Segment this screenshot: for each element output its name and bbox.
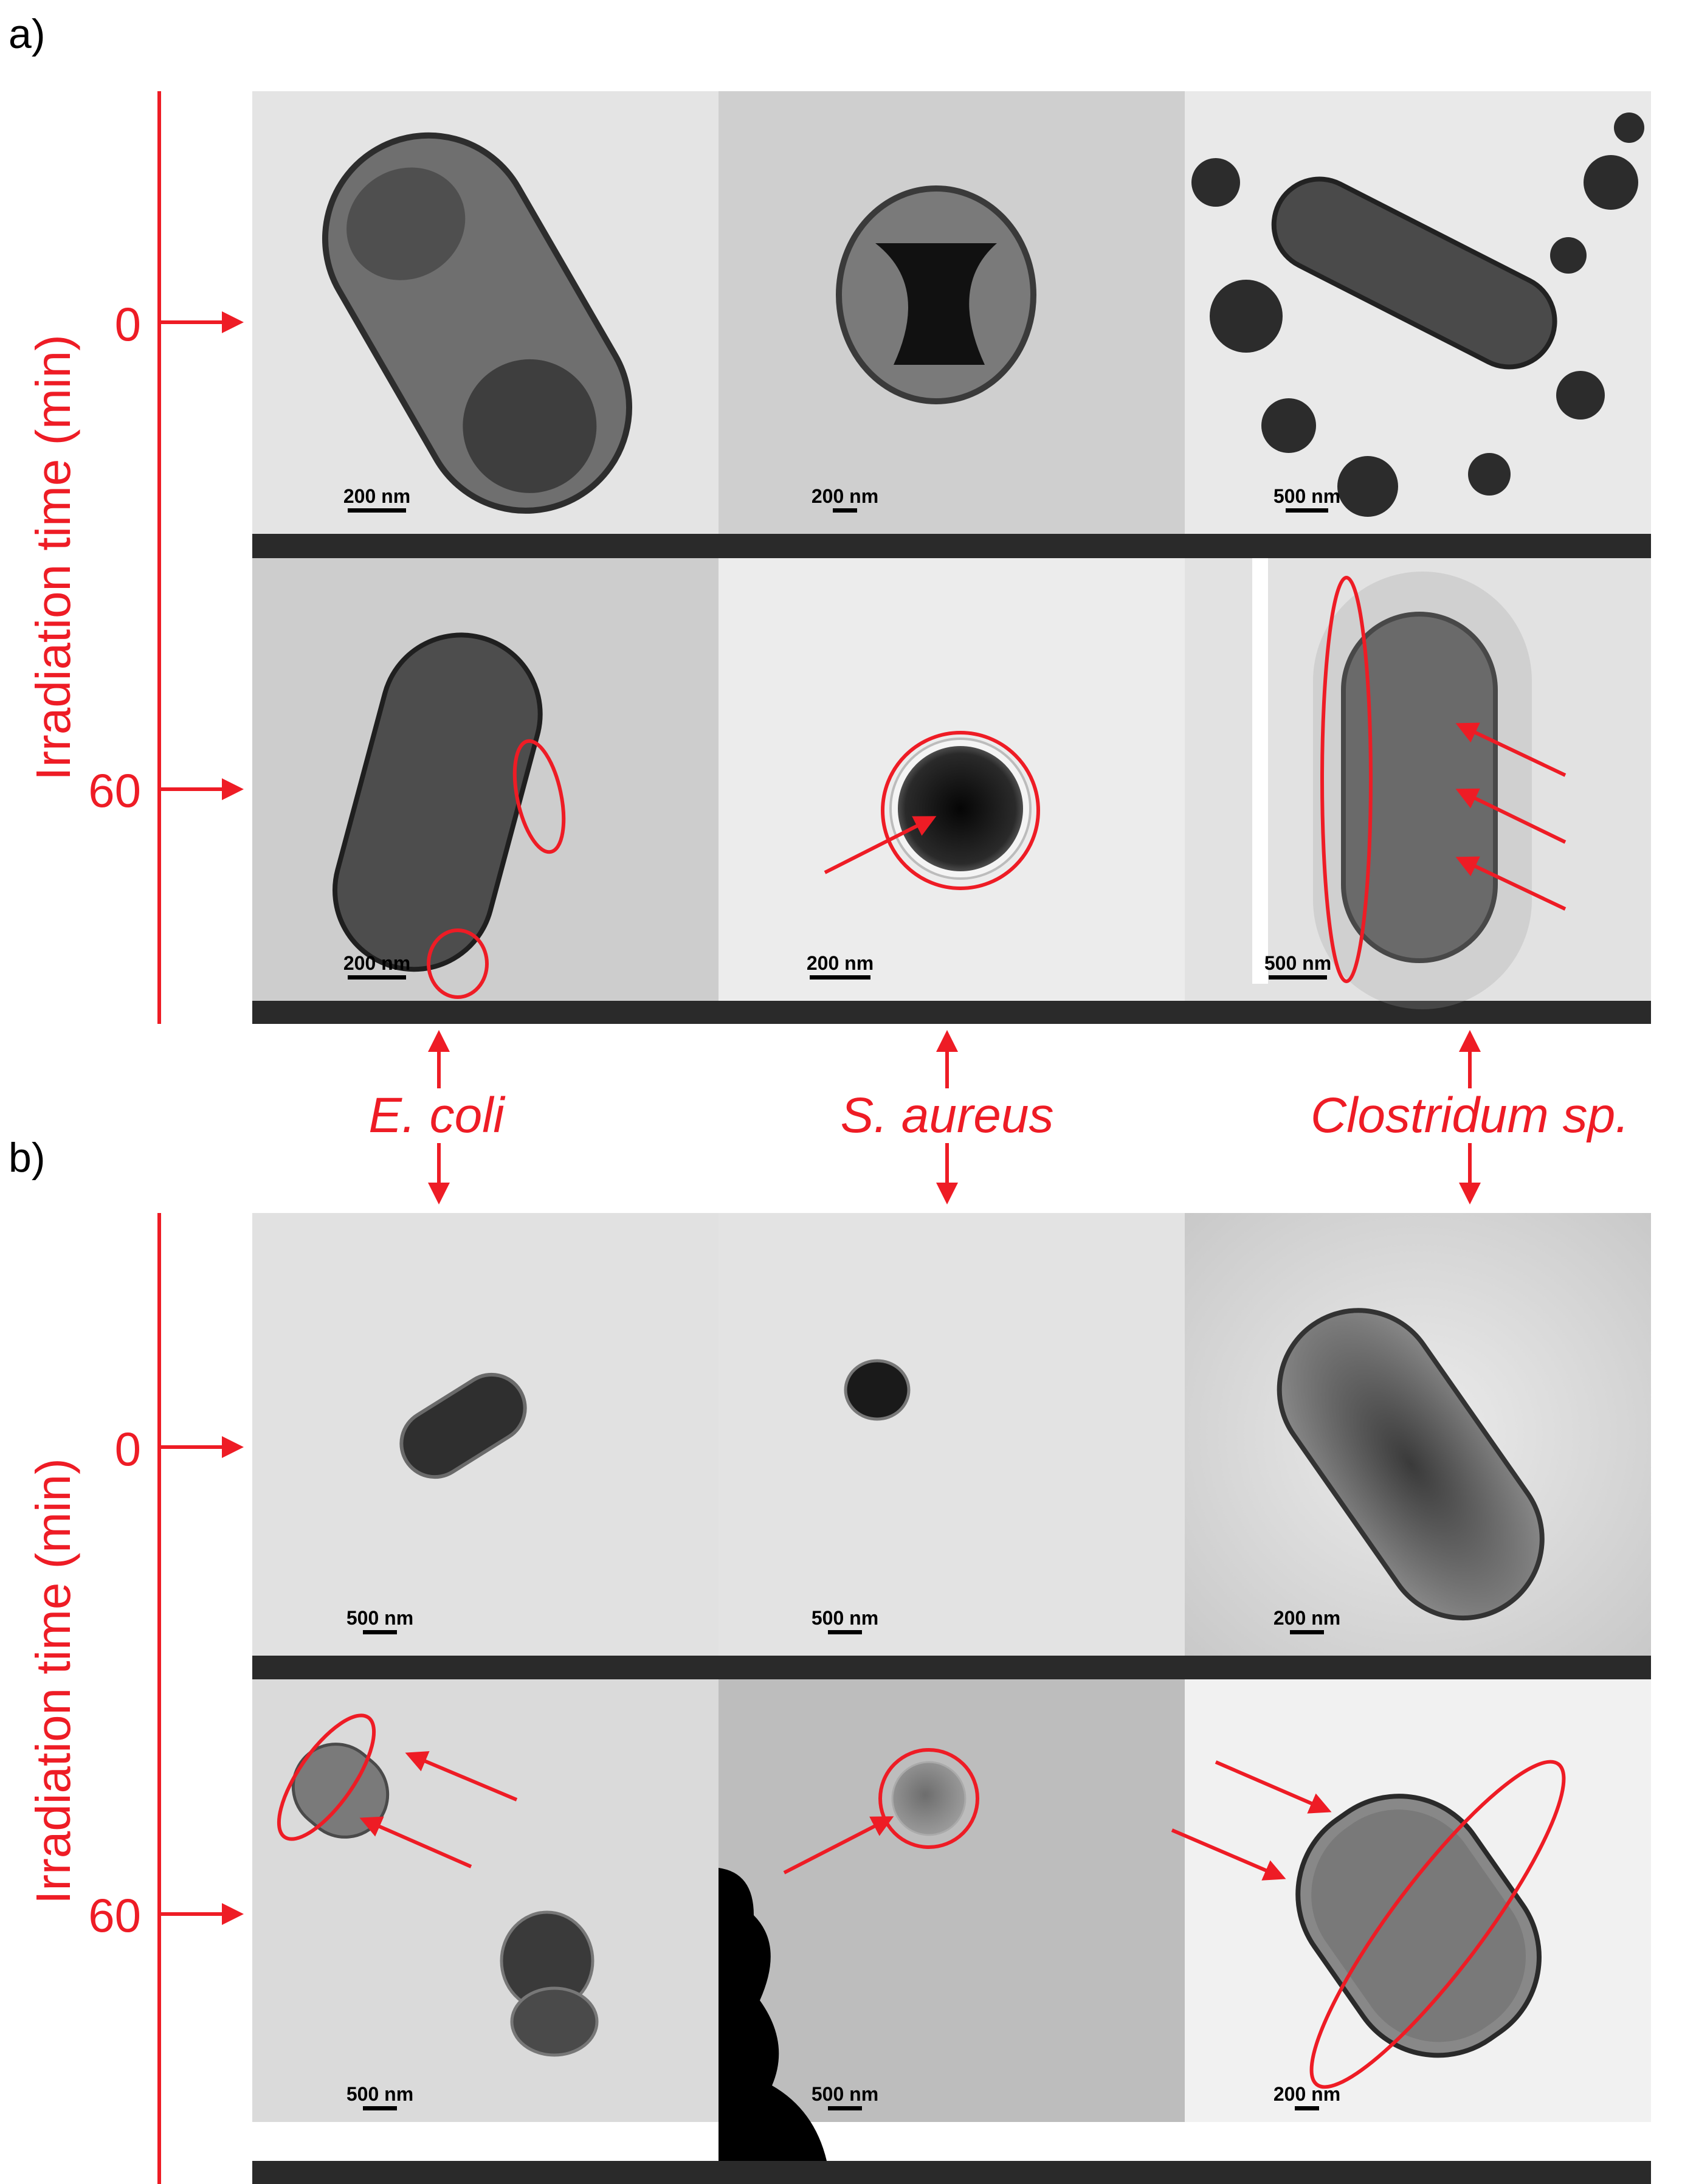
ecoli-cell-b60-b bbox=[500, 1910, 599, 2057]
damage-ellipse bbox=[277, 1713, 376, 1841]
damage-circle bbox=[878, 1748, 979, 1849]
time-label-b-0: 0 bbox=[114, 1422, 141, 1476]
clostridium-cell-0 bbox=[1271, 176, 1557, 370]
clostridium-cell-b60 bbox=[1295, 1794, 1542, 2058]
scale-bar-a-60-ecoli: 200 nm bbox=[340, 953, 413, 980]
saureus-cell-b60 bbox=[891, 1761, 967, 1836]
saureus-cell-0 bbox=[836, 185, 1036, 404]
species-label-clostridium: Clostridum sp. bbox=[1310, 1088, 1630, 1143]
scale-bar-a-60-clostridium: 500 nm bbox=[1261, 953, 1334, 980]
scale-bar-a-0-saureus: 200 nm bbox=[808, 486, 881, 513]
damage-arrow bbox=[1455, 788, 1567, 844]
panel-b-tiles bbox=[252, 1213, 1651, 2184]
damage-arrow bbox=[1455, 722, 1567, 777]
damage-arrow bbox=[405, 1751, 518, 1802]
scale-bar-b-0-ecoli: 500 nm bbox=[343, 1608, 416, 1634]
scale-bar-b-60-clostridium: 200 nm bbox=[1270, 2084, 1343, 2110]
time-label-a-60: 60 bbox=[88, 764, 141, 817]
species-label-saureus: S. aureus bbox=[840, 1088, 1054, 1143]
clostridium-gap-60 bbox=[1252, 558, 1268, 984]
damage-ellipse bbox=[427, 928, 489, 999]
scale-bar-b-0-clostridium: 200 nm bbox=[1270, 1608, 1343, 1634]
damage-ellipse bbox=[1309, 1760, 1566, 2089]
y-axis-title-b: Irradiation time (min) bbox=[26, 1458, 80, 1904]
panel-a-tiles bbox=[252, 91, 1651, 1024]
species-label-ecoli: E. coli bbox=[368, 1088, 505, 1143]
scale-bar-b-60-saureus: 500 nm bbox=[808, 2084, 881, 2110]
panel-label-b: b) bbox=[9, 1135, 46, 1181]
damage-arrow bbox=[1171, 1828, 1286, 1881]
divider-bar bbox=[252, 1001, 1651, 1024]
saureus-dark-mass-b60 bbox=[719, 1868, 827, 2161]
time-label-b-60: 60 bbox=[88, 1889, 141, 1942]
tem-image-b-saureus-0 bbox=[719, 1213, 1185, 1656]
damage-circle bbox=[881, 731, 1040, 890]
scale-bar-a-60-saureus: 200 nm bbox=[804, 953, 877, 980]
damage-ellipse bbox=[512, 739, 566, 854]
damage-arrow bbox=[1215, 1760, 1332, 1814]
panel-label-a: a) bbox=[9, 11, 46, 57]
damage-arrow bbox=[824, 816, 937, 874]
scale-bar-b-60-ecoli: 500 nm bbox=[343, 2084, 416, 2110]
ecoli-cell-b0 bbox=[399, 1372, 527, 1479]
damage-arrow bbox=[359, 1816, 472, 1868]
divider-bar bbox=[252, 1656, 1651, 1679]
clostridium-cell-60 bbox=[1313, 572, 1532, 1009]
ecoli-cell-60 bbox=[333, 632, 543, 972]
y-axis-title-a: Irradiation time (min) bbox=[26, 334, 80, 781]
axis-annotations bbox=[157, 91, 1567, 2184]
scale-bar-a-0-ecoli: 200 nm bbox=[340, 486, 413, 513]
divider-bar bbox=[252, 2161, 1651, 2184]
clostridium-dirt-0 bbox=[1191, 112, 1644, 517]
divider-bar bbox=[252, 534, 1651, 558]
scale-bar-b-0-saureus: 500 nm bbox=[808, 1608, 881, 1634]
saureus-cell-60 bbox=[889, 738, 1032, 880]
ecoli-cell-0 bbox=[322, 132, 632, 514]
damage-ellipse bbox=[1320, 576, 1373, 983]
time-label-a-0: 0 bbox=[114, 297, 141, 351]
clostridium-cell-b0 bbox=[1277, 1308, 1545, 1621]
tem-image-b-saureus-60 bbox=[719, 1679, 1185, 2122]
damage-arrow bbox=[783, 1816, 894, 1875]
scale-bar-a-0-clostridium: 500 nm bbox=[1270, 486, 1343, 513]
saureus-cell-b0 bbox=[844, 1359, 911, 1421]
damage-arrow bbox=[1455, 856, 1567, 911]
